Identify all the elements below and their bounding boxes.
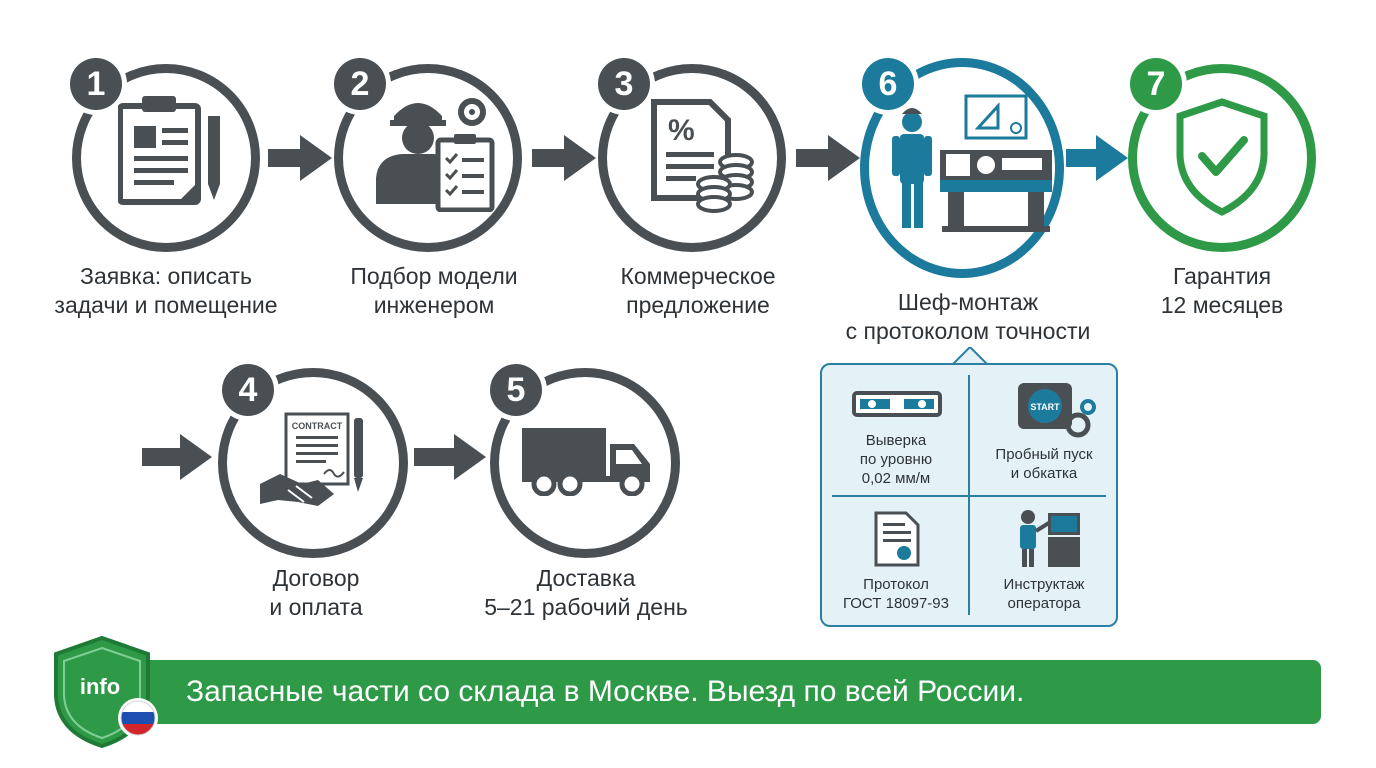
step-1-badge: 1	[70, 58, 122, 110]
clipboard-pencil-icon	[118, 96, 220, 205]
step-2-badge: 2	[334, 58, 386, 110]
arrow-2-3	[532, 135, 596, 181]
step-5-badge: 5	[490, 364, 542, 416]
lathe-worker-icon	[892, 94, 1052, 232]
contract-handshake-icon: CONTRACT	[260, 412, 363, 506]
step-3-badge: 3	[598, 58, 650, 110]
document-coins-icon: %	[651, 99, 754, 213]
step-4-badge: 4	[222, 364, 274, 416]
panel-divider-horizontal	[832, 495, 1106, 497]
panel-pointer	[952, 347, 988, 366]
arrow-3-6	[796, 135, 860, 181]
start-gears-icon: START	[1018, 383, 1096, 438]
percent-glyph: %	[668, 114, 695, 147]
info-shield-icon: info	[54, 636, 158, 748]
arrow-4-5	[414, 434, 486, 480]
info-banner	[100, 660, 1321, 724]
info-label: info	[80, 674, 120, 699]
banner-text: Запасные части со склада в Москве. Выезд…	[186, 675, 1025, 708]
truck-icon	[522, 428, 650, 496]
step-6-badge: 6	[862, 58, 914, 110]
start-label: START	[1030, 402, 1060, 412]
russian-flag-icon	[118, 698, 158, 738]
step-7-badge: 7	[1130, 58, 1182, 110]
level-icon	[852, 391, 942, 417]
shield-check-icon	[1176, 98, 1268, 216]
arrow-into-4	[142, 434, 212, 480]
arrow-6-7	[1066, 135, 1128, 181]
operator-training-icon	[1020, 510, 1080, 567]
engineer-checklist-icon	[376, 98, 495, 212]
contract-title: CONTRACT	[292, 421, 343, 431]
arrow-1-2	[268, 135, 332, 181]
certificate-icon	[874, 511, 920, 567]
